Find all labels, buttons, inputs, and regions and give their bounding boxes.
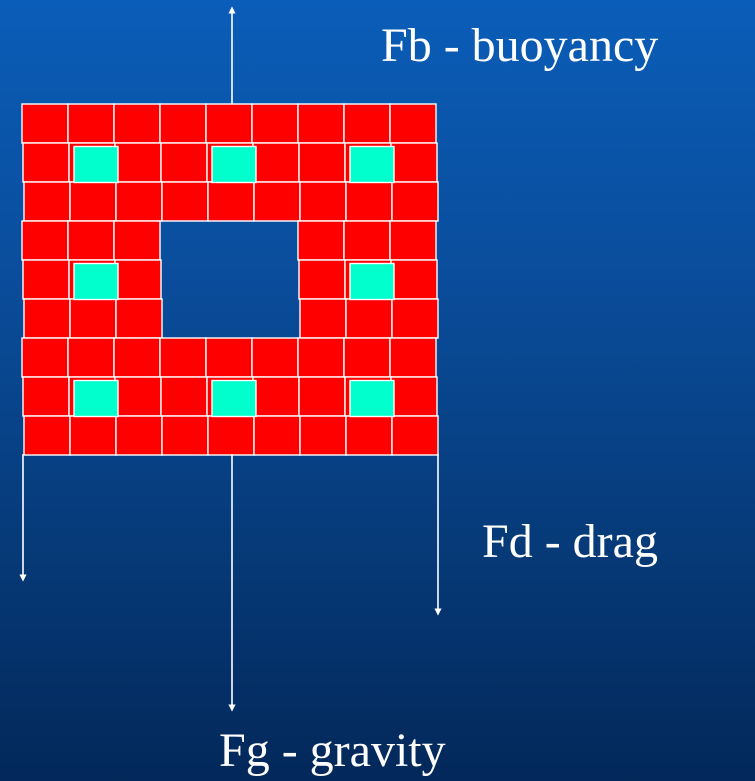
inclusion-cell [73, 379, 119, 418]
gravity-label: Fg - gravity [219, 724, 446, 777]
particle-cell [207, 415, 255, 456]
particle-cell [23, 298, 71, 339]
particle-cell [160, 376, 208, 417]
particle-aggregate [21, 103, 439, 456]
particle-cell [69, 181, 117, 222]
inclusion-cell [73, 145, 119, 184]
inclusion-cell [349, 145, 395, 184]
particle-cell [343, 337, 391, 378]
particle-cell [21, 220, 69, 261]
particle-cell [390, 142, 438, 183]
particle-cell [69, 298, 117, 339]
particle-cell [252, 142, 300, 183]
particle-cell [297, 337, 345, 378]
particle-cell [207, 181, 255, 222]
particle-cell [161, 181, 209, 222]
particle-cell [113, 337, 161, 378]
particle-cell [298, 142, 346, 183]
particle-cell [299, 298, 347, 339]
particle-cell [23, 415, 71, 456]
inclusion-cell [211, 379, 257, 418]
particle-cell [113, 220, 161, 261]
particle-cell [389, 103, 437, 144]
particle-cell [297, 220, 345, 261]
particle-cell [22, 376, 70, 417]
particle-cell [115, 298, 163, 339]
particle-cell [114, 376, 162, 417]
inclusion-cell [211, 145, 257, 184]
inclusion-cell [349, 379, 395, 418]
particle-cell [299, 181, 347, 222]
particle-cell [115, 181, 163, 222]
particle-cell [22, 142, 70, 183]
particle-cell [391, 181, 439, 222]
particle-cell [161, 415, 209, 456]
particle-cell [343, 220, 391, 261]
particle-cell [115, 415, 163, 456]
particle-cell [253, 415, 301, 456]
particle-cell [391, 298, 439, 339]
particle-cell [297, 103, 345, 144]
particle-cell [345, 181, 393, 222]
particle-cell [345, 298, 393, 339]
particle-cell [390, 376, 438, 417]
particle-cell [253, 181, 301, 222]
particle-cell [69, 415, 117, 456]
particle-cell [114, 142, 162, 183]
particle-cell [391, 415, 439, 456]
particle-cell [298, 259, 346, 300]
particle-cell [22, 259, 70, 300]
particle-cell [251, 103, 299, 144]
inclusion-cell [73, 262, 119, 301]
drag-label: Fd - drag [482, 515, 658, 568]
particle-cell [67, 337, 115, 378]
particle-cell [343, 103, 391, 144]
particle-cell [21, 103, 69, 144]
particle-cell [389, 220, 437, 261]
particle-cell [299, 415, 347, 456]
particle-cell [23, 181, 71, 222]
particle-cell [67, 220, 115, 261]
particle-cell [205, 103, 253, 144]
particle-cell [21, 337, 69, 378]
particle-cell [298, 376, 346, 417]
particle-cell [113, 103, 161, 144]
particle-cell [345, 415, 393, 456]
particle-cell [114, 259, 162, 300]
inclusion-cell [349, 262, 395, 301]
particle-cell [251, 337, 299, 378]
particle-cell [159, 337, 207, 378]
particle-cell [159, 103, 207, 144]
particle-cell [160, 142, 208, 183]
particle-cell [205, 337, 253, 378]
particle-cell [389, 337, 437, 378]
buoyancy-label: Fb - buoyancy [381, 19, 659, 72]
particle-cell [67, 103, 115, 144]
particle-cell [390, 259, 438, 300]
particle-cell [252, 376, 300, 417]
